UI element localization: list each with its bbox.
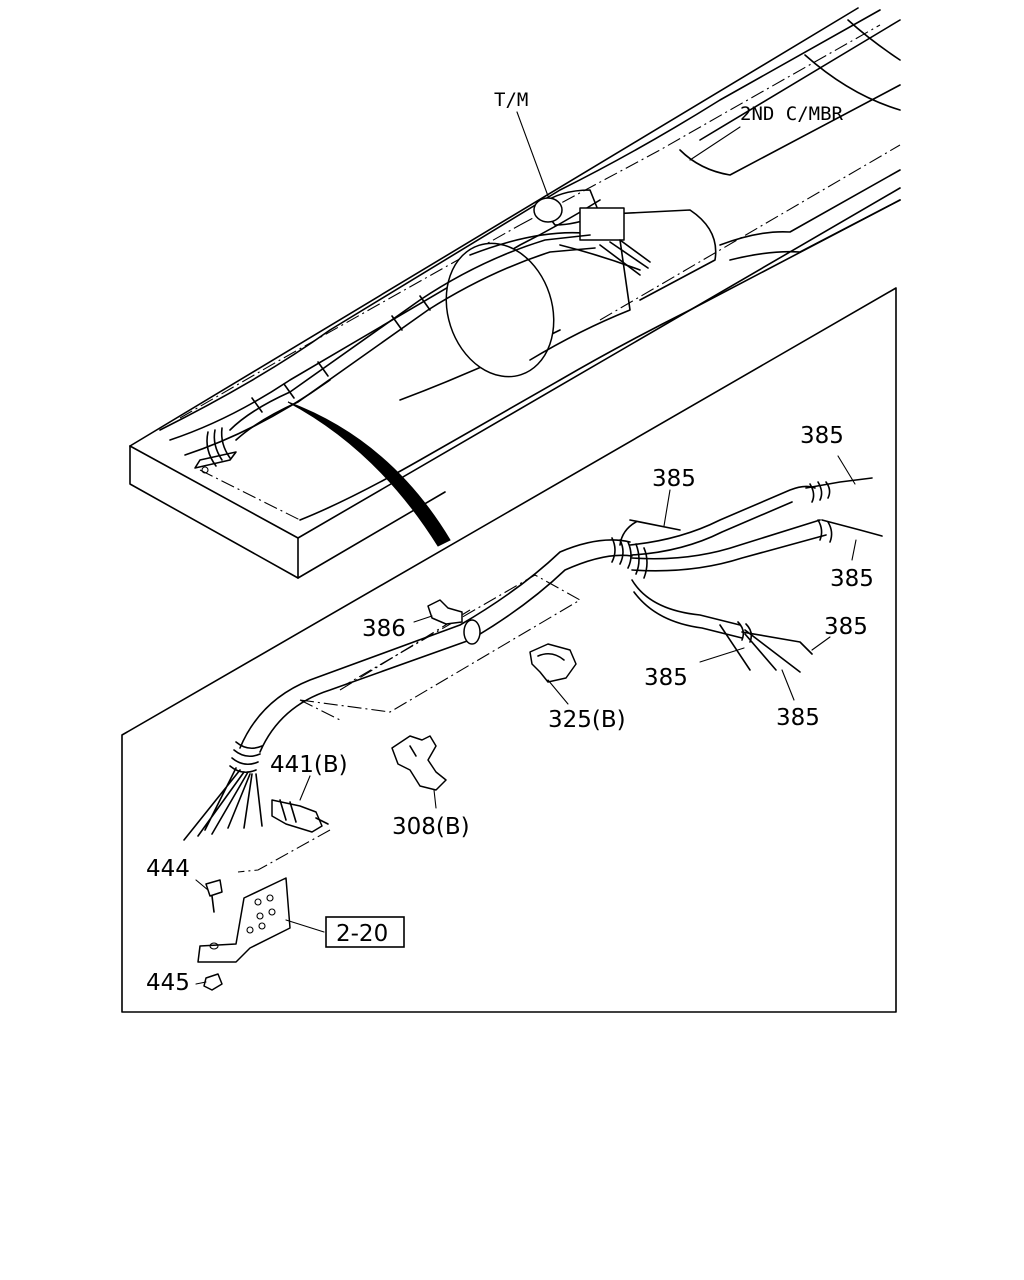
label-385-c: 385	[830, 566, 874, 592]
label-385-d: 385	[824, 614, 868, 640]
detail-pointer-arrow	[287, 401, 451, 547]
label-441b: 441(B)	[270, 752, 348, 778]
frame-harness	[194, 234, 596, 474]
ref-box	[325, 916, 405, 948]
label-385-b: 385	[652, 466, 696, 492]
label-308b: 308(B)	[392, 814, 470, 840]
connector-441b	[271, 799, 329, 833]
label-ref-box: 2-20	[336, 921, 388, 947]
bracket-2-20	[197, 877, 291, 963]
detail-harness	[183, 477, 883, 841]
label-386: 386	[362, 616, 406, 642]
clip-308b	[391, 735, 447, 791]
label-385-f: 385	[776, 705, 820, 731]
leader-lines	[195, 455, 857, 985]
nut-445	[203, 973, 223, 991]
label-385-a: 385	[800, 423, 844, 449]
clip-386	[427, 599, 463, 625]
cmbr-leader	[689, 126, 741, 161]
label-325b: 325(B)	[548, 707, 626, 733]
label-444: 444	[146, 856, 190, 882]
bolt-444	[205, 879, 223, 913]
label-385-e: 385	[644, 665, 688, 691]
detail-box	[121, 287, 897, 1013]
label-445: 445	[146, 970, 190, 996]
transmission	[445, 189, 717, 378]
label-tm: T/M	[494, 89, 528, 111]
clip-325b	[529, 643, 577, 683]
label-2nd-cmbr: 2ND C/MBR	[740, 103, 844, 125]
tm-leader	[516, 111, 549, 197]
